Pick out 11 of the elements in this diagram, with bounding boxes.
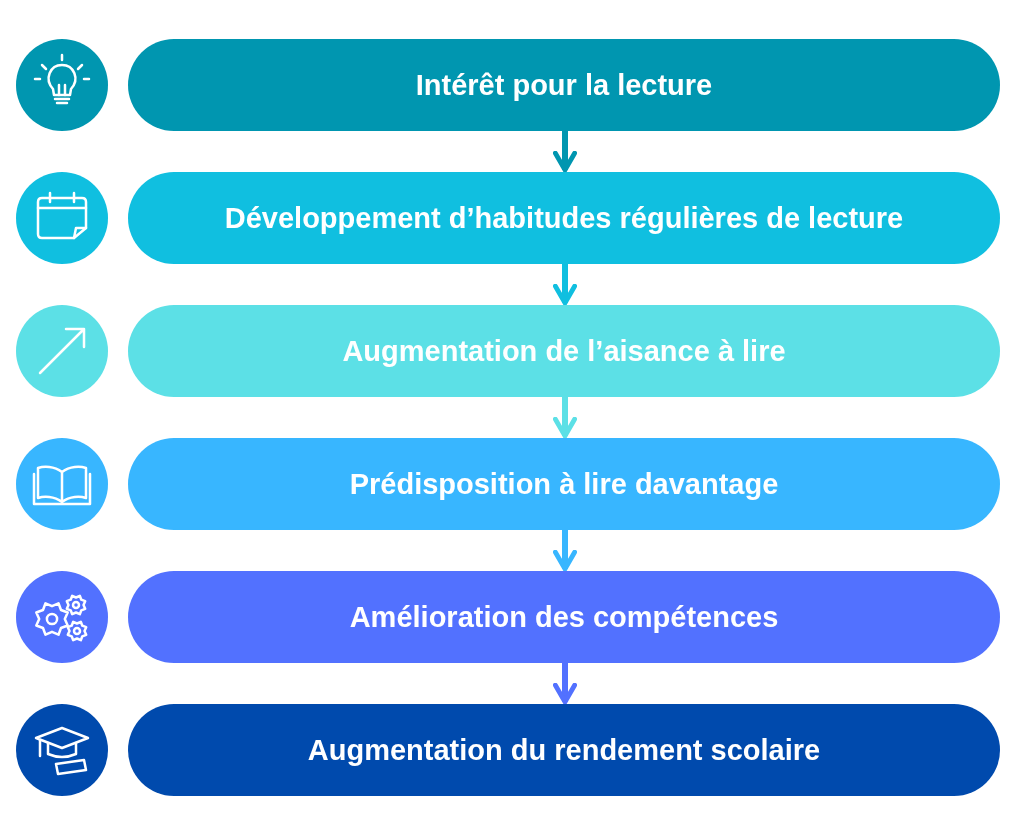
arrow — [553, 663, 577, 705]
step-label: Prédisposition à lire davantage — [349, 467, 779, 501]
arrow — [553, 397, 577, 439]
step-label: Développement d’habitudes régulières de lecture — [224, 201, 904, 235]
arrow — [553, 264, 577, 306]
arrow — [553, 530, 577, 572]
step-label: Amélioration des compétences — [349, 600, 779, 634]
step-label: Augmentation de l’aisance à lire — [342, 334, 786, 368]
step-label: Intérêt pour la lecture — [415, 68, 713, 102]
arrow — [553, 131, 577, 173]
step-label: Augmentation du rendement scolaire — [307, 733, 821, 767]
